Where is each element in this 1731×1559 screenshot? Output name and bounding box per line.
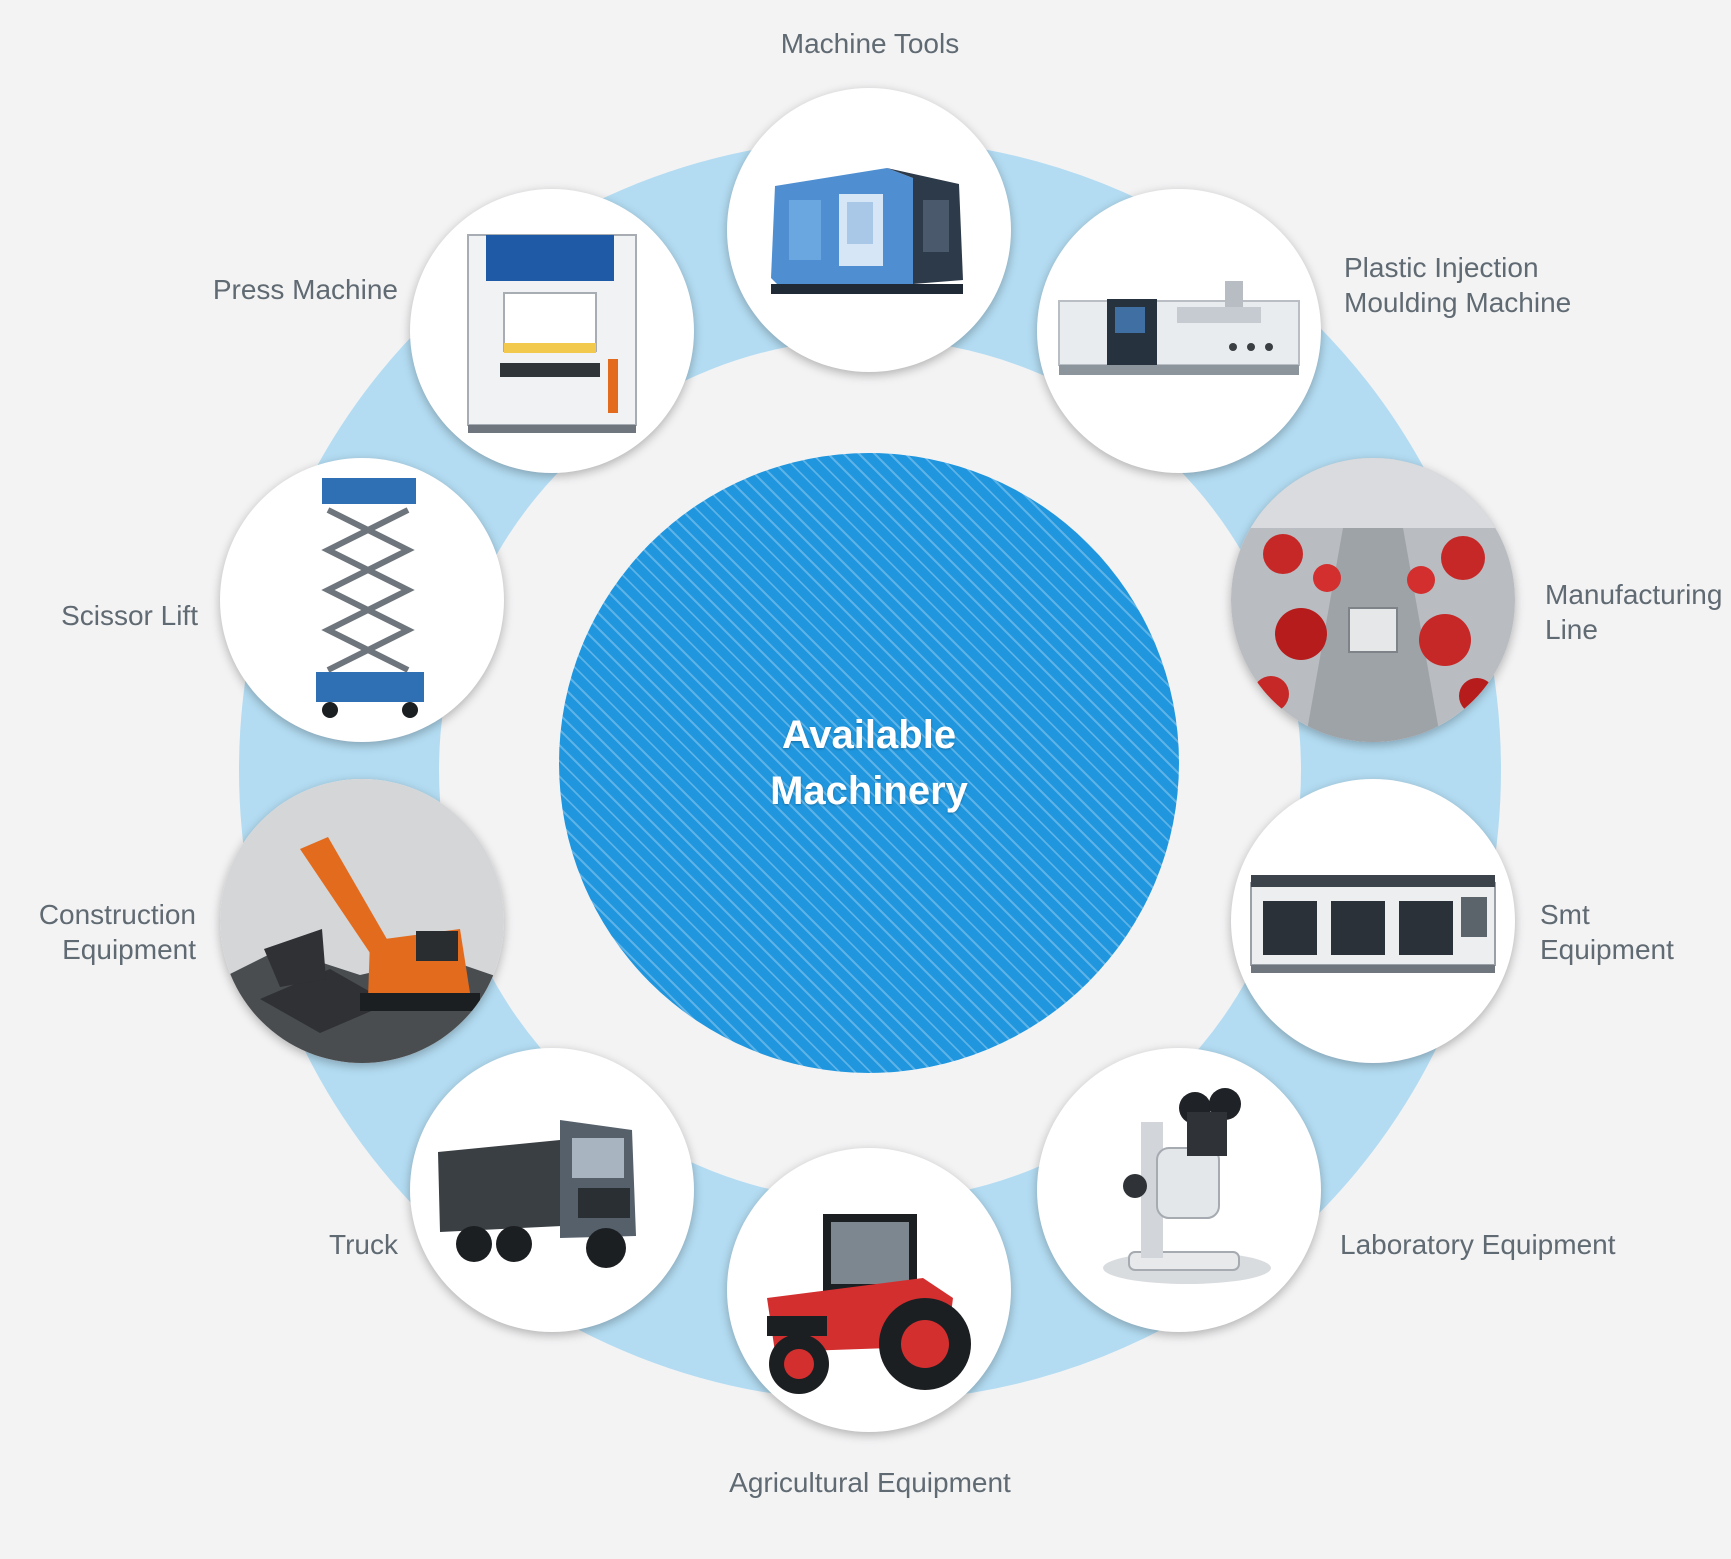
center-title-line-1: Available: [781, 713, 957, 757]
label-line: Agricultural Equipment: [729, 1467, 1011, 1498]
label-line: Press Machine: [212, 274, 398, 305]
label-scissor-lift: Scissor Lift: [20, 598, 198, 633]
excavator-icon: [220, 779, 504, 1063]
node-agricultural-equipment[interactable]: [727, 1148, 1011, 1432]
label-laboratory-equipment: Laboratory Equipment: [1340, 1227, 1640, 1262]
node-machine-tools[interactable]: [727, 88, 1011, 372]
node-smt-equipment[interactable]: [1231, 779, 1515, 1063]
label-smt-equipment: Smt Equipment: [1540, 897, 1720, 967]
label-line: Truck: [329, 1229, 398, 1260]
label-line: Machine Tools: [780, 28, 960, 59]
label-line: Line: [1545, 614, 1598, 645]
label-manufacturing-line: Manufacturing Line: [1545, 577, 1725, 647]
label-line: Scissor Lift: [61, 600, 198, 631]
label-agricultural-equipment: Agricultural Equipment: [710, 1465, 1030, 1500]
press-machine-icon: [467, 234, 637, 433]
label-line: Manufacturing: [1545, 579, 1723, 610]
node-laboratory-equipment[interactable]: [1037, 1048, 1321, 1332]
label-line: Equipment: [1540, 934, 1674, 965]
node-construction-equipment[interactable]: [220, 779, 504, 1063]
label-line: Plastic Injection: [1344, 252, 1539, 283]
robotic-assembly-line-icon: [1231, 458, 1515, 742]
label-press-machine: Press Machine: [180, 272, 398, 307]
node-scissor-lift[interactable]: [220, 458, 504, 742]
center-hub: Available Machinery: [559, 453, 1179, 1073]
scissor-lift-icon: [316, 478, 424, 718]
label-construction-equipment: Construction Equipment: [20, 897, 196, 967]
tractor-icon: [767, 1214, 971, 1394]
injection-moulding-machine-icon: [1058, 281, 1300, 375]
node-manufacturing-line[interactable]: [1231, 458, 1515, 742]
label-truck: Truck: [280, 1227, 398, 1262]
node-truck[interactable]: [410, 1048, 694, 1332]
label-line: Laboratory Equipment: [1340, 1229, 1616, 1260]
label-machine-tools: Machine Tools: [740, 26, 1000, 61]
label-line: Construction: [38, 899, 196, 930]
dump-truck-icon: [438, 1120, 636, 1268]
center-title: Available Machinery: [739, 707, 999, 819]
cnc-machining-center-icon: [771, 168, 963, 294]
label-line: Moulding Machine: [1344, 287, 1572, 318]
label-line: Smt: [1540, 899, 1590, 930]
label-line: Equipment: [62, 934, 196, 965]
node-press-machine[interactable]: [410, 189, 694, 473]
center-title-line-2: Machinery: [770, 769, 968, 813]
stereo-microscope-icon: [1103, 1088, 1271, 1284]
smt-placement-machine-icon: [1250, 875, 1496, 973]
node-plastic-injection[interactable]: [1037, 189, 1321, 473]
label-plastic-injection: Plastic Injection Moulding Machine: [1344, 250, 1644, 320]
